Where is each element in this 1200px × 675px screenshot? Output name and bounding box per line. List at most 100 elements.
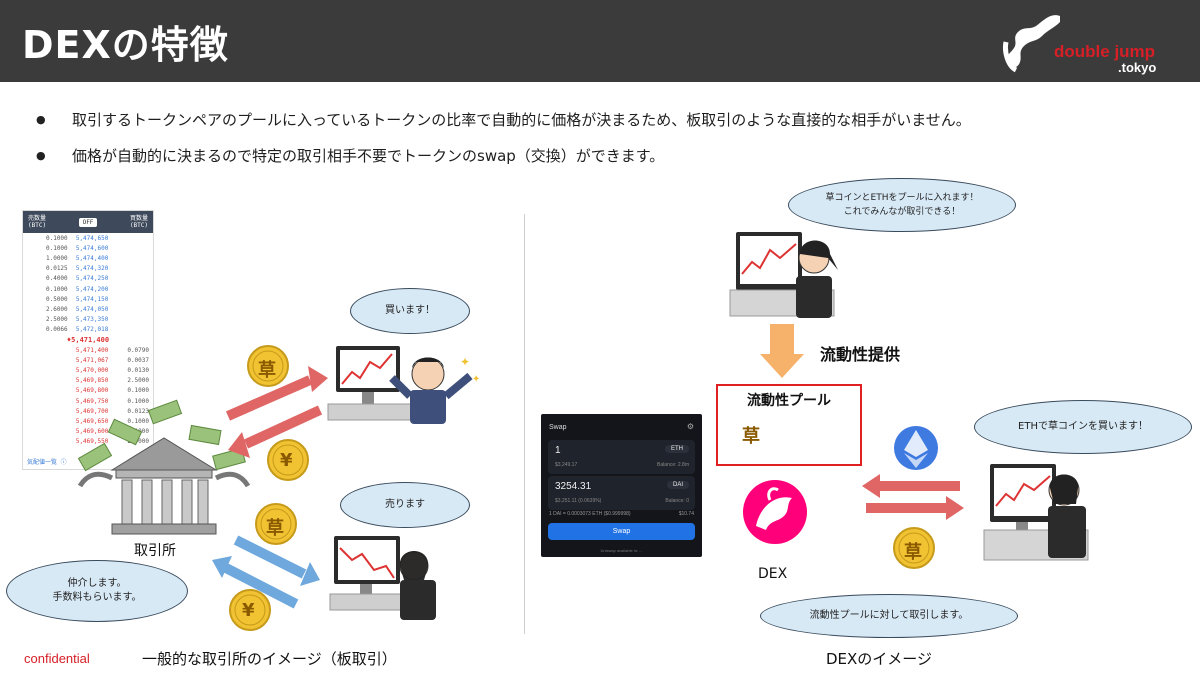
coin-label: 草 [266, 518, 284, 539]
order-book-cell: 0.0037 [127, 356, 150, 364]
bank-building-icon [77, 437, 251, 535]
order-book-row[interactable]: 0.1000 5,474,600 [23, 243, 153, 253]
speech-bubble-sell: 売ります [340, 482, 470, 528]
order-book-row[interactable]: 0.1000 5,474,200 [23, 284, 153, 294]
order-book-cell: 5,469,650 [75, 417, 109, 425]
order-book-row[interactable]: 5,470,000 0.0130 [23, 365, 153, 375]
provider-person-icon [729, 232, 838, 318]
left-caption: 一般的な取引所のイメージ（板取引） [142, 650, 397, 668]
double-jump-logo: double jump .tokyo [1002, 12, 1182, 75]
order-book-cell: 0.1000 [45, 234, 68, 242]
swap-from-box[interactable]: 1 $3,249.17 ETH Balance: 2.8m [548, 440, 695, 474]
speech-bubble-buyer: ETHで草コインを買います！ [974, 400, 1192, 454]
sell-qty-header: 売数量 (BTC) [28, 215, 47, 229]
trade-arrows-red [225, 366, 328, 458]
order-book-cell: 0.1000 [127, 387, 150, 395]
logo-text-main: double jump [1054, 42, 1156, 61]
bubble-text: 草コインとETHをプールに入れます！ これでみんなが取引できる！ [825, 193, 979, 217]
order-book-cell: 0.1000 [127, 397, 150, 405]
dex-arrows-red [862, 474, 964, 520]
to-token-select[interactable]: DAI [666, 481, 689, 489]
order-book-cell: 0.4000 [45, 275, 68, 283]
order-book-cell: 0.0130 [127, 367, 150, 375]
coin-label: 草 [742, 426, 760, 447]
header-bar: DEXの特徴 double jump .tokyo [0, 0, 1200, 82]
section-divider [524, 214, 525, 634]
order-book-cell: 5,469,850 [75, 377, 109, 385]
eth-coin-icon [894, 426, 938, 470]
from-balance: Balance: 2.8m [657, 462, 689, 468]
order-book-cell: 0.1000 [45, 285, 68, 293]
swap-widget: Swap ⚙ 1 $3,249.17 ETH Balance: 2.8m 325… [541, 414, 702, 557]
bubble-text: 売ります [385, 499, 425, 510]
from-token-select[interactable]: ETH [665, 445, 689, 453]
swap-to-box[interactable]: 3254.31 $3,251.11 (0.0639%) DAI Balance:… [548, 476, 695, 510]
kusa-coin-icon [255, 503, 297, 545]
swap-button[interactable]: Swap [548, 523, 695, 540]
from-amount[interactable]: 1 [555, 445, 561, 456]
order-book-cell: 5,474,650 [75, 234, 109, 242]
order-book-cell: 5,470,000 [75, 367, 109, 375]
right-caption: DEXのイメージ [826, 650, 933, 668]
order-book-row[interactable]: ♦5,471,400 [23, 335, 153, 345]
order-book-cell: 0.1000 [127, 417, 150, 425]
speech-bubble-buy: 買います！ [350, 288, 470, 334]
down-arrow-orange [760, 324, 804, 378]
dex-label: DEX [758, 566, 788, 582]
bullet-item: 価格が自動的に決まるので特定の取引相手不要でトークンのswap（交換）ができます… [36, 146, 1176, 166]
order-book-row[interactable]: 5,469,750 0.1000 [23, 396, 153, 406]
order-book-cell: 5,473,350 [75, 316, 109, 324]
money-bills-icon [77, 399, 246, 472]
exchange-label: 取引所 [134, 543, 176, 559]
seller-person-icon [329, 536, 436, 620]
yen-coin-icon [229, 589, 271, 631]
settings-gear-icon[interactable]: ⚙ [686, 422, 694, 431]
order-book-cell: 5,474,200 [75, 285, 109, 293]
order-book-footer[interactable]: 気配値一覧 ⓘ [27, 459, 67, 466]
order-book-cell: 2.5000 [127, 377, 150, 385]
coin-label: ¥ [242, 600, 255, 621]
order-book-cell: 5,474,600 [75, 244, 109, 252]
bubble-text: 流動性プールに対して取引します。 [809, 610, 969, 621]
order-book-cell: 5,474,320 [75, 265, 109, 273]
brush-stroke-icon [1003, 15, 1060, 73]
speech-bubble-provider: 草コインとETHをプールに入れます！ これでみんなが取引できる！ [788, 178, 1016, 232]
order-book-cell: 0.1000 [45, 244, 68, 252]
order-book-row[interactable]: 2.5000 5,473,350 [23, 315, 153, 325]
order-book-row[interactable]: 5,469,850 2.5000 [23, 376, 153, 386]
yen-coin-icon [267, 439, 309, 481]
to-usd: $3,251.11 (0.0639%) [555, 498, 602, 504]
order-book-row[interactable]: 0.1000 5,474,650 [23, 233, 153, 243]
order-book-cell: 5,469,550 [75, 438, 109, 446]
liquidity-pool-box: 流動性プール [716, 384, 862, 466]
price-group-select[interactable]: OFF [78, 217, 98, 227]
order-book-cell: 5,474,050 [75, 305, 109, 313]
confidential-label: confidential [24, 651, 90, 666]
order-book-row[interactable]: 5,469,650 0.1000 [23, 416, 153, 426]
from-usd: $3,249.17 [555, 462, 578, 468]
order-book-cell: 2.5000 [45, 316, 68, 324]
buyer-person-icon: ✦ ✦ [327, 346, 480, 424]
order-book-cell: 1.0000 [45, 254, 68, 262]
order-book-cell: ♦5,471,400 [66, 335, 110, 344]
coin-label: 草 [258, 360, 276, 381]
to-balance: Balance: 0 [665, 498, 689, 504]
bubble-text: ETHで草コインを買います！ [1018, 421, 1148, 432]
order-book-cell: 5,469,750 [75, 397, 109, 405]
order-book-cell: 5,474,150 [75, 295, 109, 303]
to-amount[interactable]: 3254.31 [555, 481, 592, 492]
